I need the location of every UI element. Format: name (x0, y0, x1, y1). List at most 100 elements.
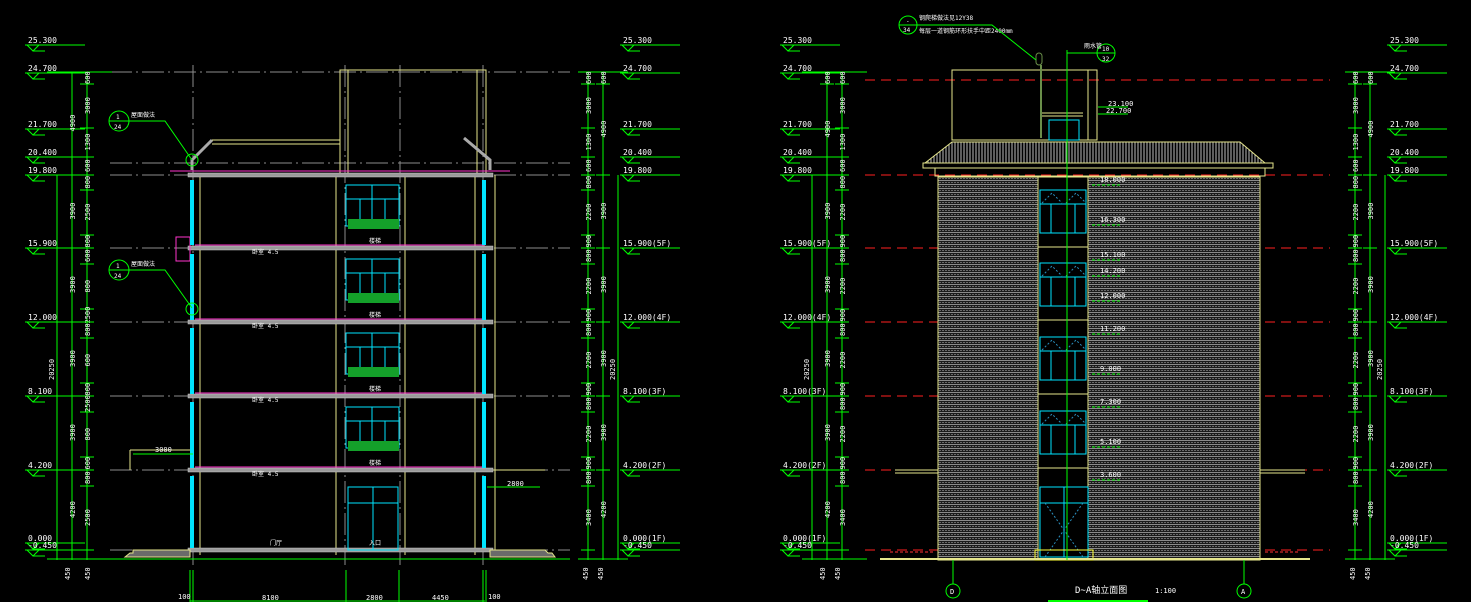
dim-text: 800 (84, 428, 92, 441)
dim-bottom: 450 (819, 567, 827, 580)
level-triangle (621, 247, 635, 255)
dim-h: 8100 (262, 594, 279, 602)
level-label: -0.450 (783, 541, 812, 550)
level-triangle (781, 44, 795, 52)
level-triangle (26, 395, 40, 403)
dim-text: 600 (1352, 71, 1360, 84)
level-label: 4.200(2F) (1390, 461, 1433, 470)
level-marker: 12.000(4F) (780, 313, 840, 329)
dim-text: 800 (84, 280, 92, 293)
dim-text: 4200 (600, 501, 608, 518)
level-label: 25.300 (1390, 36, 1419, 45)
dim-text: 1300 (84, 134, 92, 151)
dim-text: 2200 (1352, 204, 1360, 221)
callout-top: 1 (116, 114, 120, 121)
window-swing (1065, 265, 1087, 277)
roof-level-markers: 23.100 22.700 (1098, 100, 1133, 115)
ground-steps-left (123, 549, 191, 558)
level-marker: -0.450 (780, 541, 840, 557)
level-label: 20.400 (28, 148, 57, 157)
dim-text: 1300 (839, 134, 847, 151)
level-marker: 25.300 (620, 36, 680, 52)
level-triangle (1388, 44, 1402, 52)
dim-text: 2200 (1352, 352, 1360, 369)
level-marker: 21.700 (1387, 120, 1447, 136)
dim-text: 1300 (585, 134, 593, 151)
level-label: 4.200 (28, 461, 52, 470)
level-marker: 8.100(3F) (780, 387, 840, 403)
level-marker: 24.700 (620, 64, 680, 80)
level-triangle (26, 549, 40, 557)
stair-window (1039, 410, 1087, 455)
dim-text: 3900 (600, 203, 608, 220)
section-walls (129, 175, 545, 555)
level-triangle (1388, 321, 1402, 329)
dim-text: 2200 (839, 352, 847, 369)
dim-text: 3900 (69, 203, 77, 220)
level-label: 4.200(2F) (783, 461, 826, 470)
level-marker: 12.000(4F) (1387, 313, 1447, 329)
dim-text: 800 (585, 323, 593, 336)
level-marker: 8.100(3F) (620, 387, 680, 403)
level-triangle (1388, 174, 1402, 182)
level-marker: 0.000(1F) (780, 534, 840, 550)
level-label: 15.900(5F) (623, 239, 671, 248)
dim-text: 3000 (84, 97, 92, 114)
dim-text: 800 (1352, 397, 1360, 410)
level-triangle (26, 469, 40, 477)
roof-eave-lower (934, 167, 1266, 177)
level-triangle (781, 395, 795, 403)
dim-bottom: 450 (64, 567, 72, 580)
section-glazing (190, 180, 486, 548)
dim-text: 3900 (69, 424, 77, 441)
callout-bottom: 24 (114, 124, 122, 131)
stair-window (1039, 262, 1087, 307)
glass-panel (190, 180, 194, 245)
dim-text: 900 (839, 457, 847, 470)
level-marker: 25.300 (1387, 36, 1447, 52)
dim-text: 800 (1352, 471, 1360, 484)
dim-text: 600 (84, 159, 92, 172)
dim-text: 2200 (585, 426, 593, 443)
glass-panel (190, 402, 194, 468)
dim-text: 800 (1352, 176, 1360, 189)
glass-panel (190, 328, 194, 394)
stair-window (1039, 336, 1087, 381)
level-triangle (1388, 156, 1402, 164)
dim-text: 900 (585, 383, 593, 396)
level-label: 15.900(5F) (1390, 239, 1438, 248)
dim-text: 900 (1352, 383, 1360, 396)
facade-brick-left (937, 176, 1039, 561)
window-swing (1041, 192, 1063, 204)
level-label: 12.000(4F) (1390, 313, 1438, 322)
hip-roof (923, 141, 1267, 164)
dim-text: 1300 (1352, 134, 1360, 151)
callout-bottom: 32 (1102, 56, 1110, 63)
stair-railing (348, 293, 399, 303)
dim-text: 800 (839, 176, 847, 189)
stair-level-label: 14.200 (1100, 267, 1125, 275)
dim-text: 4200 (69, 501, 77, 518)
level-label: 23.100 (1108, 100, 1133, 108)
level-label: 25.300 (28, 36, 57, 45)
dim-bottom: 450 (582, 567, 590, 580)
level-marker: 19.800 (780, 166, 840, 182)
stair-level-label: 16.300 (1100, 216, 1125, 224)
roof-door (1048, 119, 1080, 141)
elevation-view: 18.00016.30015.10014.20012.00011.2009.00… (780, 14, 1447, 602)
stair-level-label: 7.300 (1100, 398, 1121, 406)
dim-text: 800 (1352, 249, 1360, 262)
dim-text: 600 (84, 457, 92, 470)
level-marker: 24.700 (780, 64, 840, 80)
elevation-stair-windows (1038, 189, 1088, 469)
level-marker: 8.100 (25, 387, 85, 403)
dim-text: 2200 (839, 204, 847, 221)
level-label: 19.800 (783, 166, 812, 175)
callout-line2: 每层一道钢筋环形扶手中距2400mm (919, 27, 1013, 35)
stair-level-label: 15.100 (1100, 251, 1125, 259)
dim-text: 800 (1352, 323, 1360, 336)
dim-text: 4200 (1367, 501, 1375, 518)
glass-panel (190, 476, 194, 548)
floor-slab (187, 547, 494, 553)
